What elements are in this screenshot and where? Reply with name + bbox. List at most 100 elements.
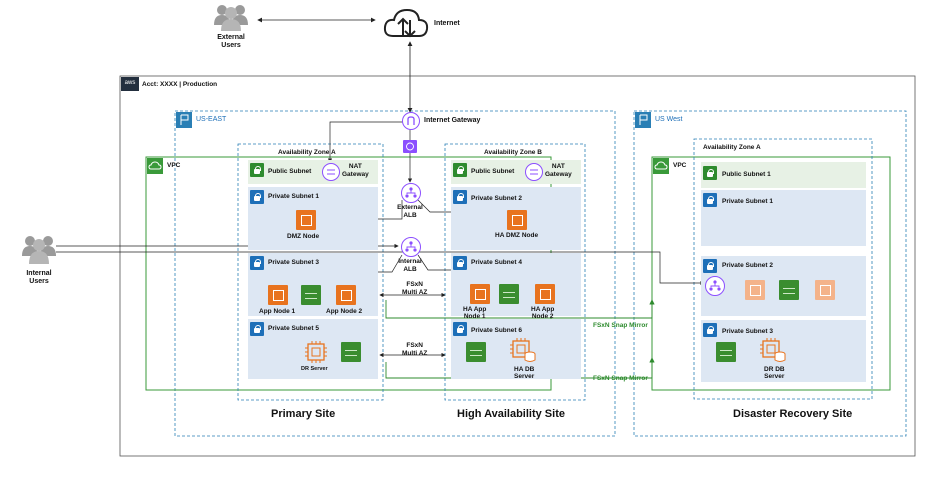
ha-app-node-2-label: HA App Node 2 [531,306,554,320]
external-users-label-line1: External [217,34,245,41]
region-west-border [633,110,907,437]
subnet-label: Private Subnet 1 [722,198,773,205]
subnet-label: Public Subnet [471,168,515,175]
subnet-west-private1: Private Subnet 1 [701,190,866,246]
internal-users-label-line2: Users [29,278,49,285]
subnet-label: Private Subnet 5 [268,325,319,332]
lock-icon [453,163,467,177]
az-east-b-border [444,143,586,401]
dr-db-label: DR DB Server [764,366,785,380]
ha-db-label: HA DB Server [514,366,534,380]
lock-icon [703,166,717,180]
nat-label-line1: NAT [348,163,362,170]
ha-app2-line2: Node 2 [531,313,554,320]
subnet-label: Private Subnet 4 [471,259,522,266]
nat-label-line2: Gateway [342,171,369,178]
vpc-east-label: VPC [167,162,181,169]
subnet-label: Private Subnet 2 [471,195,522,202]
region-east-label: US-EAST [196,116,227,123]
internet-cloud-icon [383,6,429,40]
fsx-db-ha-icon [466,342,486,362]
dmz-node-label: DMZ Node [287,233,320,240]
lock-icon [453,322,467,336]
subnet-label: Private Subnet 2 [722,262,773,269]
fsx-dr-icon [779,280,799,300]
az-east-a-label: Availability Zone A [278,149,336,156]
ha-dmz-node-ec2-icon [507,210,527,230]
dr-alb-icon [705,276,725,296]
app-node-1-ec2-icon [268,285,288,305]
lock-icon [703,323,717,337]
internal-users-label-line1: Internal [26,270,52,277]
subnet-east-b-public: Public Subnet [451,160,581,184]
subnet-label: Private Subnet 3 [268,259,319,266]
ha-app1-line2: Node 1 [463,313,486,320]
subnet-label: Public Subnet [268,168,312,175]
ha-nat-gateway-icon [525,163,543,181]
app-node-2-label: App Node 2 [326,308,363,315]
dr-app-node-2-ec2-icon [815,280,835,300]
region-flag-icon [176,112,192,128]
vpc-west-cloud-icon [653,158,669,174]
dr-site-title: Disaster Recovery Site [733,408,853,420]
int-alb-line2: ALB [403,266,417,273]
internal-alb-icon [401,237,421,257]
dr-server-label: DR Server [301,366,328,372]
app-node-2-ec2-icon [336,285,356,305]
ha-db-chip-icon [510,338,536,364]
internal-users-icon [20,234,58,264]
subnet-west-public1: Public Subnet 1 [701,162,866,188]
subnet-label: Public Subnet 1 [722,171,771,178]
fsx-db-primary-icon [341,342,361,362]
ha-app1-line1: HA App [463,306,487,313]
dr-app-node-1-ec2-icon [745,280,765,300]
fsxn-db-line2: Multi AZ [402,350,428,357]
aws-logo-icon: aws [121,77,139,91]
region-west-label: US West [655,116,683,123]
ha-nat-gateway-label: NAT Gateway [545,163,572,179]
az-east-b-label: Availability Zone B [484,149,542,156]
ha-app-node-1-label: HA App Node 1 [463,306,486,320]
lock-icon [453,256,467,270]
snap-mirror-label-db: FSxN Snap Mirror [593,375,648,382]
ext-alb-line2: ALB [403,212,417,219]
fsxn-multiaz-label-db: FSxN Multi AZ [402,342,427,358]
ext-alb-line1: External [397,204,423,211]
ha-app-node-2-ec2-icon [535,284,555,304]
subnet-east-a-private3: Private Subnet 3 [248,253,378,316]
external-users-label-line2: Users [221,42,241,49]
fsxn-db-line1: FSxN [406,342,423,349]
lock-icon [250,190,264,204]
dr-db-line2: Server [764,373,785,380]
primary-site-title: Primary Site [271,408,336,420]
lock-icon [250,163,264,177]
fsx-dr-db-icon [716,342,736,362]
fsx-primary-icon [301,285,321,305]
subnet-label: Private Subnet 3 [722,328,773,335]
account-label: Acct: XXXX | Production [142,81,218,88]
fsxn-app-line1: FSxN [406,281,423,288]
ha-site-title: High Availability Site [457,408,565,420]
ha-nat-label-line1: NAT [551,163,565,170]
aws-logo-text: aws [124,80,136,86]
subnet-label: Private Subnet 1 [268,193,319,200]
vpc-west-border [651,156,891,391]
subnet-label: Private Subnet 6 [471,327,522,334]
region-west-flag-icon [635,112,651,128]
internal-alb-label: Internal ALB [397,258,423,274]
int-alb-line1: Internal [398,258,422,265]
ha-app2-line1: HA App [531,306,555,313]
fsx-ha-icon [499,284,519,304]
az-west-a-label: Availability Zone A [703,144,761,151]
lock-icon [703,259,717,273]
account-border [119,75,916,457]
internal-users-label: Internal Users [22,270,56,286]
vpc-east-cloud-icon [147,158,163,174]
snap-mirror-label-app: FSxN Snap Mirror [593,322,648,329]
dr-db-chip-icon [760,338,786,364]
vpc-west-label: VPC [673,162,687,169]
region-east-border [174,110,616,437]
internet-gateway-icon [402,112,420,130]
external-alb-icon [401,183,421,203]
